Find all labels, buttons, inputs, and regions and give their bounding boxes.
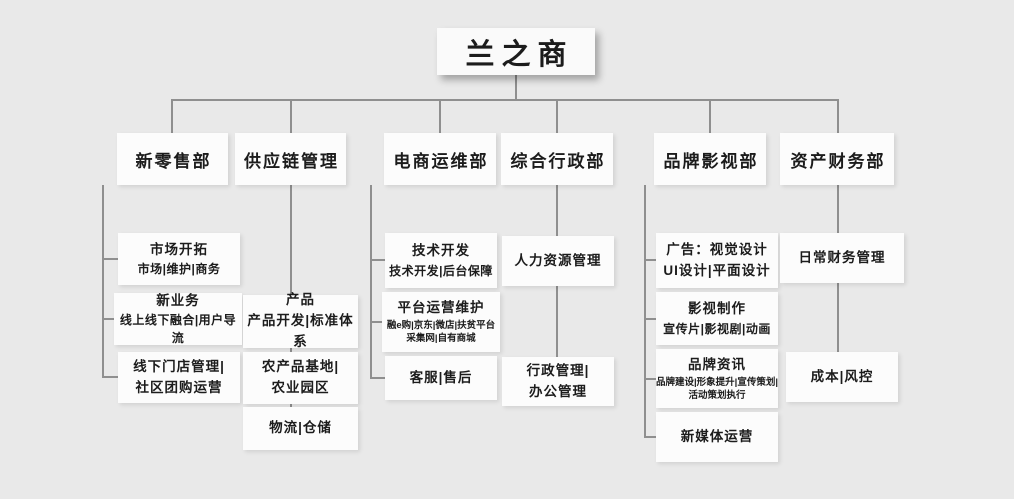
node-platform-ops: 平台运营维护 融e购|京东|微店|扶贫平台 采集网|自有商城 (382, 292, 500, 352)
node-new-business: 新业务 线上线下融合|用户导流 (114, 293, 242, 345)
connector-dept5-stub (709, 100, 711, 133)
connector-col5-stub3 (645, 378, 657, 380)
node-tech-dev-title: 技术开发 (412, 243, 470, 259)
node-customer-service-title: 客服|售后 (409, 369, 473, 385)
connector-dept6-stub (837, 100, 839, 133)
node-hr: 人力资源管理 (502, 236, 614, 286)
node-new-business-title: 新业务 (156, 292, 200, 308)
dept-general-admin-label: 综合行政部 (510, 151, 606, 171)
node-cost-risk: 成本|风控 (786, 352, 898, 402)
node-market-expansion: 市场开拓 市场|维护|商务 (118, 233, 240, 285)
connector-col3-stub3 (371, 377, 385, 379)
node-film-production-line: 宣传片|影视剧|动画 (663, 321, 771, 336)
dept-brand-media: 品牌影视部 (654, 133, 766, 185)
dept-asset-finance: 资产财务部 (780, 133, 894, 185)
node-daily-finance: 日常财务管理 (780, 233, 904, 283)
dept-supply-chain-label: 供应链管理 (244, 151, 339, 171)
node-offline-stores-title: 线下门店管理| (133, 358, 225, 374)
node-agri-base: 农产品基地| 农业园区 (243, 352, 358, 404)
node-brand-info-line1: 品牌建设|形象提升|宣传策划| (656, 376, 778, 388)
node-agri-base-line: 农业园区 (271, 380, 330, 395)
connector-col1-stub3 (103, 376, 118, 378)
node-admin-office-title: 行政管理| (526, 362, 590, 378)
node-daily-finance-title: 日常财务管理 (798, 249, 886, 265)
connector-col3-stub2 (371, 321, 385, 323)
node-logistics-title: 物流|仓储 (269, 420, 332, 436)
node-platform-ops-title: 平台运营维护 (397, 300, 485, 316)
connector-dept4-stub (556, 100, 558, 133)
dept-supply-chain: 供应链管理 (235, 133, 346, 185)
connector-col1-stub1 (103, 258, 118, 260)
node-hr-title: 人力资源管理 (514, 252, 602, 268)
connector-col3-rail (370, 185, 372, 379)
dept-ecommerce-ops: 电商运维部 (384, 133, 496, 185)
node-film-production: 影视制作 宣传片|影视剧|动画 (656, 292, 778, 345)
dept-asset-finance-label: 资产财务部 (790, 151, 886, 171)
connector-dept1-stub (171, 100, 173, 133)
node-product-line: 产品开发|标准体系 (247, 313, 354, 349)
node-brand-info: 品牌资讯 品牌建设|形象提升|宣传策划| 活动策划执行 (656, 349, 778, 408)
connector-col3-stub1 (371, 259, 385, 261)
node-admin-office-line: 办公管理 (529, 383, 587, 399)
dept-brand-media-label: 品牌影视部 (663, 151, 759, 171)
connector-dept3-stub (439, 100, 441, 133)
node-admin-office: 行政管理| 办公管理 (502, 357, 614, 406)
dept-general-admin: 综合行政部 (501, 133, 613, 185)
node-ad-design-line: UI设计|平面设计 (663, 262, 771, 278)
node-customer-service: 客服|售后 (385, 356, 497, 400)
node-platform-ops-line1: 融e购|京东|微店|扶贫平台 (386, 320, 496, 332)
node-ad-design: 广告：视觉设计 UI设计|平面设计 (656, 233, 778, 288)
node-tech-dev-line: 技术开发|后台保障 (389, 263, 493, 278)
node-brand-info-title: 品牌资讯 (688, 356, 746, 372)
connector-col5-stub2 (645, 318, 657, 320)
connector-root-stem (515, 75, 517, 100)
connector-col5-rail (644, 185, 646, 438)
connector-col1-stub2 (103, 318, 118, 320)
node-new-business-line: 线上线下融合|用户导流 (119, 313, 237, 346)
node-market-expansion-line: 市场|维护|商务 (137, 262, 221, 277)
node-offline-stores: 线下门店管理| 社区团购运营 (118, 352, 240, 403)
node-offline-stores-line: 社区团购运营 (135, 379, 223, 395)
node-agri-base-title: 农产品基地| (261, 359, 340, 375)
node-product: 产品 产品开发|标准体系 (243, 292, 358, 349)
dept-new-retail: 新零售部 (117, 133, 228, 185)
node-logistics: 物流|仓储 (243, 407, 358, 450)
node-brand-info-line2: 活动策划执行 (688, 389, 746, 401)
node-cost-risk-title: 成本|风控 (810, 368, 874, 384)
dept-new-retail-label: 新零售部 (135, 151, 212, 171)
connector-col5-stub4 (645, 436, 657, 438)
node-product-title: 产品 (286, 292, 315, 308)
connector-col1-rail (102, 185, 104, 378)
node-new-media: 新媒体运营 (656, 412, 778, 462)
node-market-expansion-title: 市场开拓 (150, 241, 208, 257)
connector-dept2-stub (290, 100, 292, 133)
node-ad-design-title: 广告：视觉设计 (666, 241, 768, 257)
node-new-media-title: 新媒体运营 (680, 428, 754, 444)
dept-ecommerce-ops-label: 电商运维部 (393, 151, 489, 171)
connector-col5-stub1 (645, 259, 657, 261)
node-film-production-title: 影视制作 (688, 301, 746, 317)
connector-top-rail (171, 99, 839, 101)
root-label: 兰之商 (465, 38, 574, 71)
node-platform-ops-line2: 采集网|自有商城 (406, 333, 476, 345)
node-tech-dev: 技术开发 技术开发|后台保障 (385, 233, 497, 288)
root-node: 兰之商 (437, 28, 595, 75)
